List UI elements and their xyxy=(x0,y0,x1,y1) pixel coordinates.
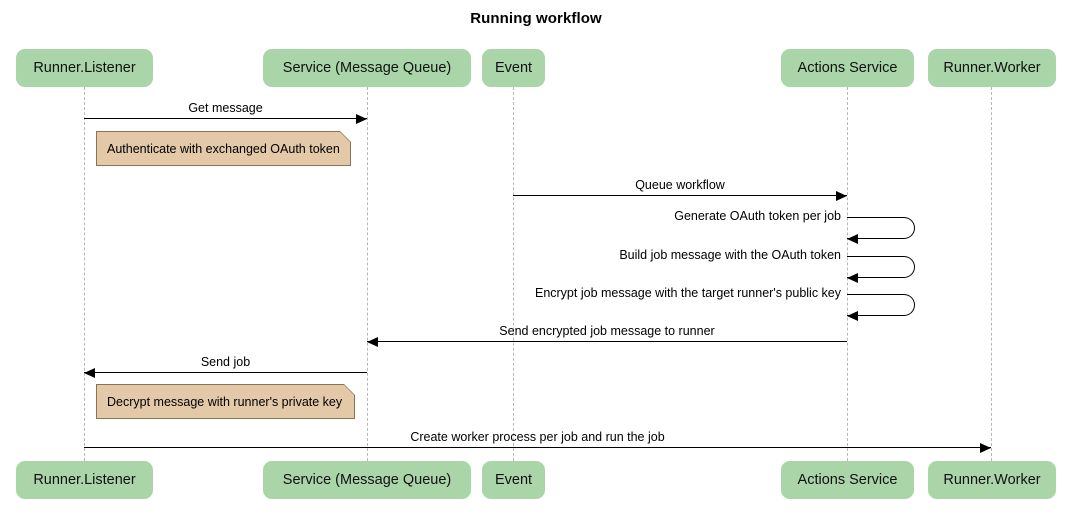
participant-bottom-runner-worker[interactable]: Runner.Worker xyxy=(928,461,1056,499)
arrowhead-left-icon xyxy=(367,337,378,347)
arrowhead-left-icon xyxy=(84,368,95,378)
message-shaft xyxy=(84,447,991,448)
message-shaft xyxy=(84,118,367,119)
self-message-loop xyxy=(847,256,915,278)
message-label: Create worker process per job and run th… xyxy=(410,430,665,444)
message-label: Queue workflow xyxy=(635,178,725,192)
page-title: Running workflow xyxy=(470,10,602,27)
note-decrypt-note[interactable]: Decrypt message with runner's private ke… xyxy=(96,384,355,419)
participant-bottom-event[interactable]: Event xyxy=(482,461,545,499)
participant-service-message-queue[interactable]: Service (Message Queue) xyxy=(263,49,471,87)
lifeline-runner-worker xyxy=(991,87,992,461)
self-message-loop xyxy=(847,294,915,316)
participant-bottom-actions-service[interactable]: Actions Service xyxy=(781,461,914,499)
lifeline-event xyxy=(513,87,514,461)
note-fold-highlight-icon xyxy=(344,384,355,395)
message-label: Send job xyxy=(200,355,251,369)
message-label: Get message xyxy=(188,101,263,115)
message-shaft xyxy=(367,341,847,342)
lifeline-service-message-queue xyxy=(367,87,368,461)
arrowhead-left-icon xyxy=(847,273,858,283)
note-fold-highlight-icon xyxy=(340,131,351,142)
participant-event[interactable]: Event xyxy=(482,49,545,87)
arrowhead-left-icon xyxy=(847,234,858,244)
arrowhead-left-icon xyxy=(847,311,858,321)
message-shaft xyxy=(513,195,847,196)
lifeline-runner-listener xyxy=(84,87,85,461)
participant-bottom-service-message-queue[interactable]: Service (Message Queue) xyxy=(263,461,471,499)
message-label: Generate OAuth token per job xyxy=(674,209,841,223)
message-label: Build job message with the OAuth token xyxy=(619,248,841,262)
note-text: Decrypt message with runner's private ke… xyxy=(107,394,343,409)
arrowhead-right-icon xyxy=(836,191,847,201)
self-message-loop xyxy=(847,217,915,239)
message-label: Encrypt job message with the target runn… xyxy=(534,286,841,300)
note-text: Authenticate with exchanged OAuth token xyxy=(107,141,340,156)
participant-runner-listener[interactable]: Runner.Listener xyxy=(16,49,153,87)
participant-actions-service[interactable]: Actions Service xyxy=(781,49,914,87)
participant-bottom-runner-listener[interactable]: Runner.Listener xyxy=(16,461,153,499)
participant-runner-worker[interactable]: Runner.Worker xyxy=(928,49,1056,87)
arrowhead-right-icon xyxy=(356,114,367,124)
note-authenticate-note[interactable]: Authenticate with exchanged OAuth token xyxy=(96,131,351,166)
message-shaft xyxy=(84,372,367,373)
message-label: Send encrypted job message to runner xyxy=(499,324,715,338)
arrowhead-right-icon xyxy=(980,443,991,453)
